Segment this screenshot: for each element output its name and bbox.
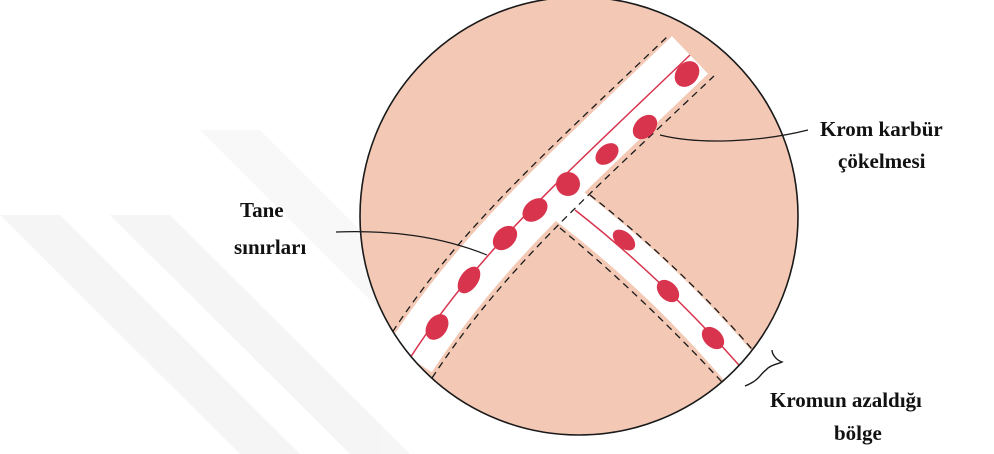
depleted-zone-brace bbox=[745, 350, 782, 386]
label-depleted-zone-line2: bölge bbox=[834, 421, 882, 445]
carbide-particle bbox=[556, 172, 580, 196]
label-chromium-carbide-line2: çökelmesi bbox=[838, 149, 926, 173]
label-grain-boundaries-line2: sınırları bbox=[234, 235, 306, 259]
label-chromium-carbide-line1: Krom karbür bbox=[820, 117, 943, 141]
label-depleted-zone-line1: Kromun azaldığı bbox=[770, 388, 922, 412]
label-grain-boundaries-line1: Tane bbox=[240, 198, 284, 222]
